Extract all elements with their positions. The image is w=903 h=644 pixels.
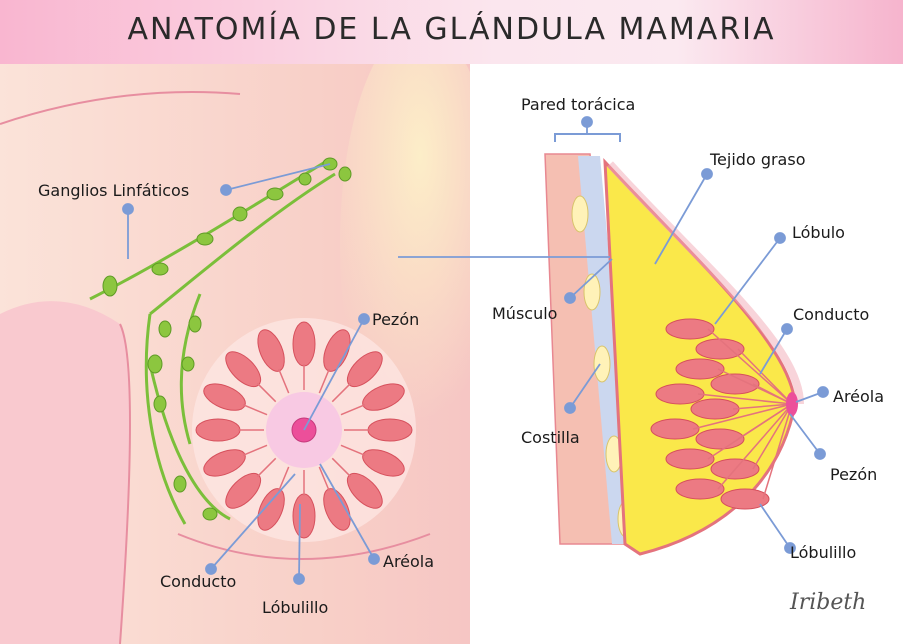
lobule	[676, 359, 724, 379]
label-areola-side: Aréola	[833, 387, 884, 406]
title-bar: ANATOMÍA DE LA GLÁNDULA MAMARIA	[0, 0, 903, 64]
lobule	[676, 479, 724, 499]
label-ganglios: Ganglios Linfáticos	[38, 181, 189, 200]
lobule	[696, 429, 744, 449]
lobule	[196, 419, 240, 441]
lobule	[656, 384, 704, 404]
lobule	[651, 419, 699, 439]
label-pezon-side: Pezón	[830, 465, 877, 484]
label-conducto-front: Conducto	[160, 572, 236, 591]
arm-shape	[0, 301, 130, 644]
lobule	[666, 449, 714, 469]
nipple-side	[786, 392, 798, 416]
label-lobulo: Lóbulo	[792, 223, 845, 242]
label-musculo: Músculo	[492, 304, 557, 323]
lobule	[368, 419, 412, 441]
page-title: ANATOMÍA DE LA GLÁNDULA MAMARIA	[0, 12, 903, 47]
label-tejido: Tejido graso	[710, 150, 805, 169]
lobule	[666, 319, 714, 339]
label-lobulillo-side: Lóbulillo	[790, 543, 856, 562]
label-areola-front: Aréola	[383, 552, 434, 571]
lobule	[293, 322, 315, 366]
lobule	[696, 339, 744, 359]
label-lobulillo-front: Lóbulillo	[262, 598, 328, 617]
label-pezon-front: Pezón	[372, 310, 419, 329]
label-costilla: Costilla	[521, 428, 580, 447]
lobule	[691, 399, 739, 419]
label-pared: Pared torácica	[521, 95, 635, 114]
artist-signature: Iribeth	[790, 590, 866, 615]
lobule	[293, 494, 315, 538]
label-conducto-side: Conducto	[793, 305, 869, 324]
